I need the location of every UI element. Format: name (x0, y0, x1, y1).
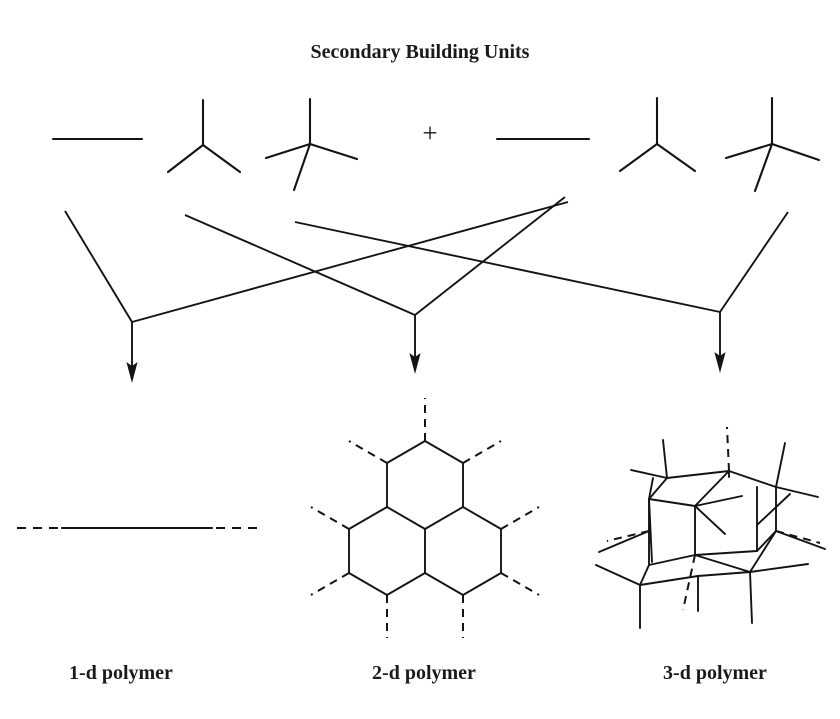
tetrahedral-sbu-right (724, 96, 821, 193)
reaction-arrows (64, 196, 789, 383)
arrow-to-1d (64, 201, 569, 383)
label-3d-polymer: 3-d polymer (663, 662, 767, 684)
page-title: Secondary Building Units (311, 41, 530, 63)
trigonal-sbu-left (166, 98, 242, 174)
product-2d-structure (310, 398, 540, 638)
plus-operator: + (422, 118, 437, 148)
honeycomb-edges (348, 440, 502, 596)
cage-outer-bonds (595, 439, 826, 629)
arrowhead-3d (714, 352, 726, 373)
cage-lower-frame (639, 493, 791, 586)
tetrahedral-sbu-left (264, 97, 359, 192)
label-2d-polymer: 2-d polymer (372, 662, 476, 684)
arrow-to-2d (184, 196, 566, 374)
label-1d-polymer: 1-d polymer (69, 662, 173, 684)
arrow-to-3d (294, 211, 789, 373)
cage-open-bonds (606, 426, 821, 611)
arrowhead-2d (409, 353, 421, 374)
honeycomb-open-bonds (310, 398, 540, 638)
trigonal-sbu-right (618, 96, 697, 173)
cage-upper-frame (648, 470, 777, 532)
arrowhead-1d (126, 362, 138, 383)
sbu-group-left (51, 97, 359, 192)
sbu-group-right (495, 96, 821, 193)
product-3d-structure (595, 426, 826, 629)
